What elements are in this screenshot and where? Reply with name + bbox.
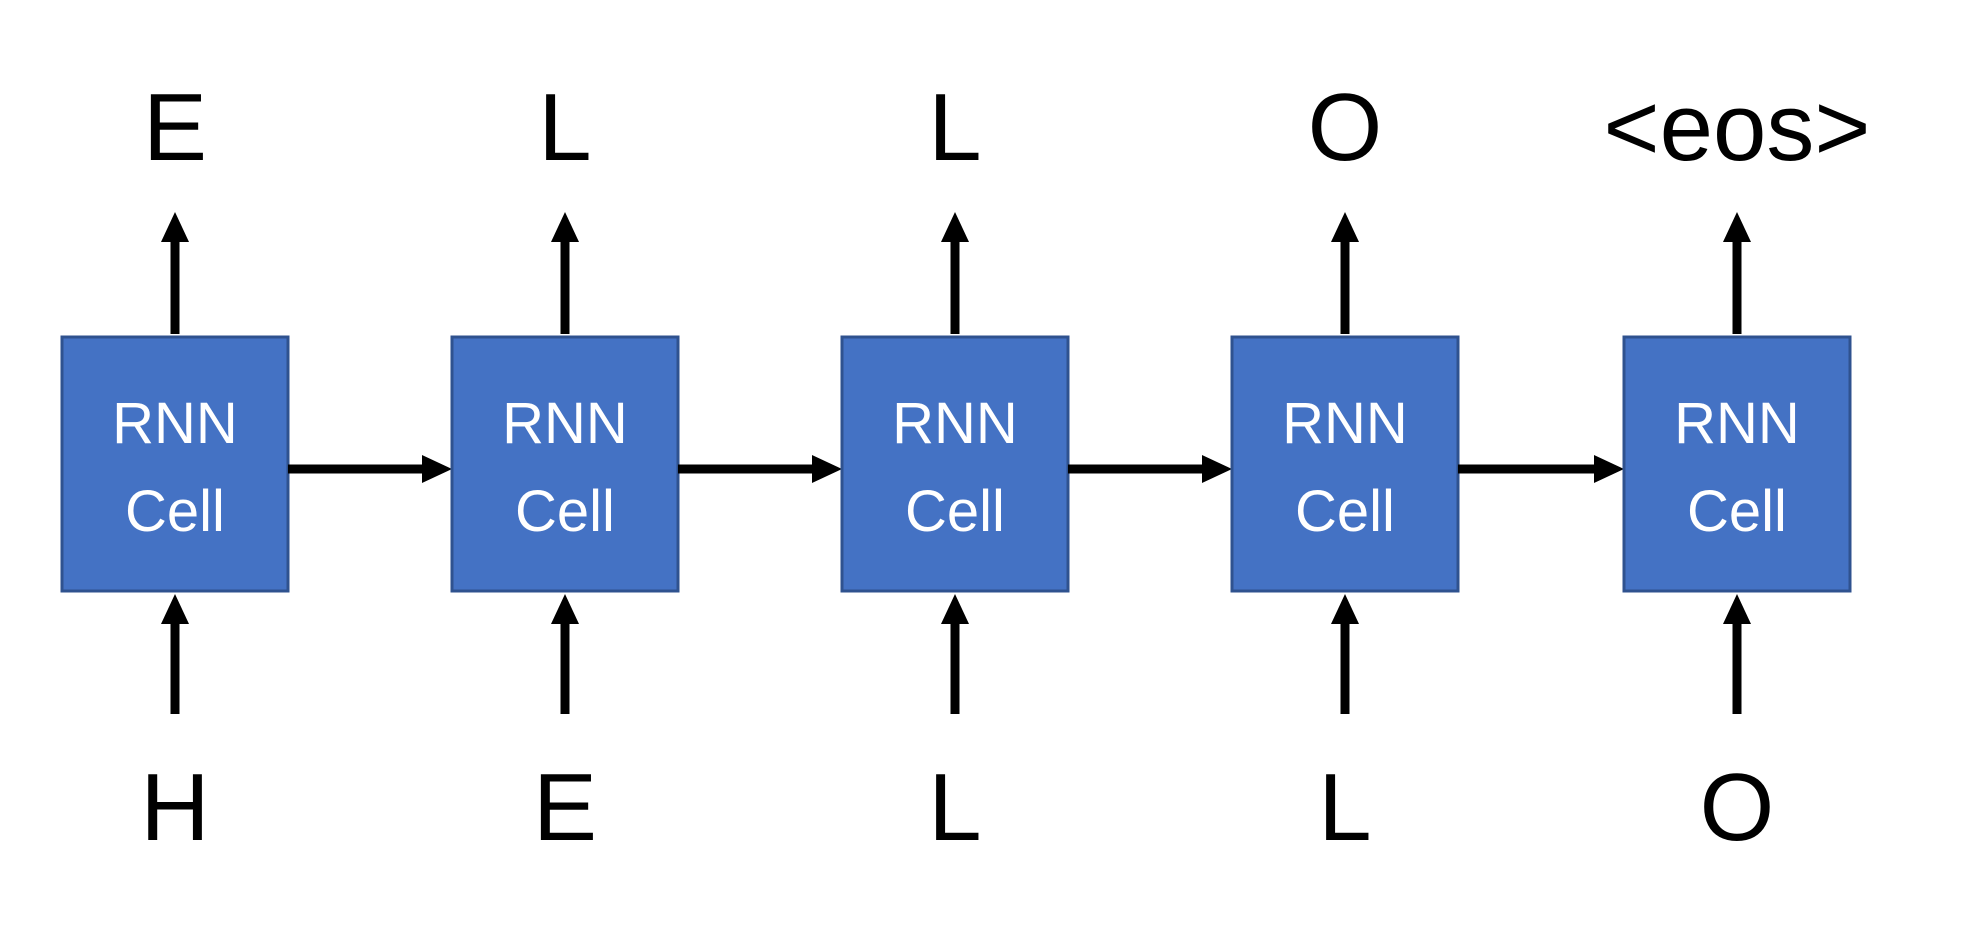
output-arrow-2-head: [551, 212, 579, 242]
input-arrow-1: [161, 594, 189, 714]
input-arrow-2: [551, 594, 579, 714]
rnn-cell-label-line1-5: RNN: [1674, 391, 1800, 456]
input-arrow-5: [1723, 594, 1751, 714]
recurrent-arrow-4-to-5: [1458, 455, 1624, 483]
input-token-5: O: [1700, 754, 1775, 861]
output-arrow-1-head: [161, 212, 189, 242]
rnn-cell-label-line1-3: RNN: [892, 391, 1018, 456]
rnn-cell-box-4: [1230, 335, 1460, 593]
input-arrow-4-head: [1331, 594, 1359, 624]
output-token-3: L: [928, 74, 981, 181]
rnn-cell-box-5: [1622, 335, 1852, 593]
recurrent-arrow-2-to-3-head: [812, 455, 842, 483]
output-token-4: O: [1308, 74, 1383, 181]
rnn-cell-box-3: [840, 335, 1070, 593]
recurrent-arrow-3-to-4-head: [1202, 455, 1232, 483]
output-arrow-1: [161, 212, 189, 334]
rnn-cell-label-line2-3: Cell: [905, 479, 1005, 544]
rnn-cell-label-line2-1: Cell: [125, 479, 225, 544]
input-token-4: L: [1318, 754, 1371, 861]
rnn-cell-label-line2-2: Cell: [515, 479, 615, 544]
output-arrow-5: [1723, 212, 1751, 334]
input-arrow-4: [1331, 594, 1359, 714]
input-arrow-5-head: [1723, 594, 1751, 624]
cells-layer: ERNNCellHLRNNCellELRNNCellLORNNCellL<eos…: [60, 74, 1871, 861]
rnn-cell-label-line1-1: RNN: [112, 391, 238, 456]
rnn-cell-label-line2-4: Cell: [1295, 479, 1395, 544]
input-arrow-2-head: [551, 594, 579, 624]
input-arrow-3: [941, 594, 969, 714]
input-token-1: H: [140, 754, 209, 861]
output-token-1: E: [143, 74, 207, 181]
input-arrow-1-head: [161, 594, 189, 624]
recurrent-arrow-1-to-2-head: [422, 455, 452, 483]
output-token-5: <eos>: [1604, 74, 1871, 181]
output-token-2: L: [538, 74, 591, 181]
output-arrow-3: [941, 212, 969, 334]
recurrent-arrow-1-to-2: [288, 455, 452, 483]
output-arrow-3-head: [941, 212, 969, 242]
recurrent-arrow-4-to-5-head: [1594, 455, 1624, 483]
rnn-cell-box-2: [450, 335, 680, 593]
rnn-cell-box-1: [60, 335, 290, 593]
output-arrow-5-head: [1723, 212, 1751, 242]
recurrent-arrow-2-to-3: [678, 455, 842, 483]
output-arrow-4: [1331, 212, 1359, 334]
output-arrow-4-head: [1331, 212, 1359, 242]
rnn-cell-label-line1-4: RNN: [1282, 391, 1408, 456]
rnn-cell-label-line1-2: RNN: [502, 391, 628, 456]
output-arrow-2: [551, 212, 579, 334]
rnn-cell-label-line2-5: Cell: [1687, 479, 1787, 544]
recurrent-arrow-3-to-4: [1068, 455, 1232, 483]
input-token-2: E: [533, 754, 597, 861]
input-arrow-3-head: [941, 594, 969, 624]
input-token-3: L: [928, 754, 981, 861]
